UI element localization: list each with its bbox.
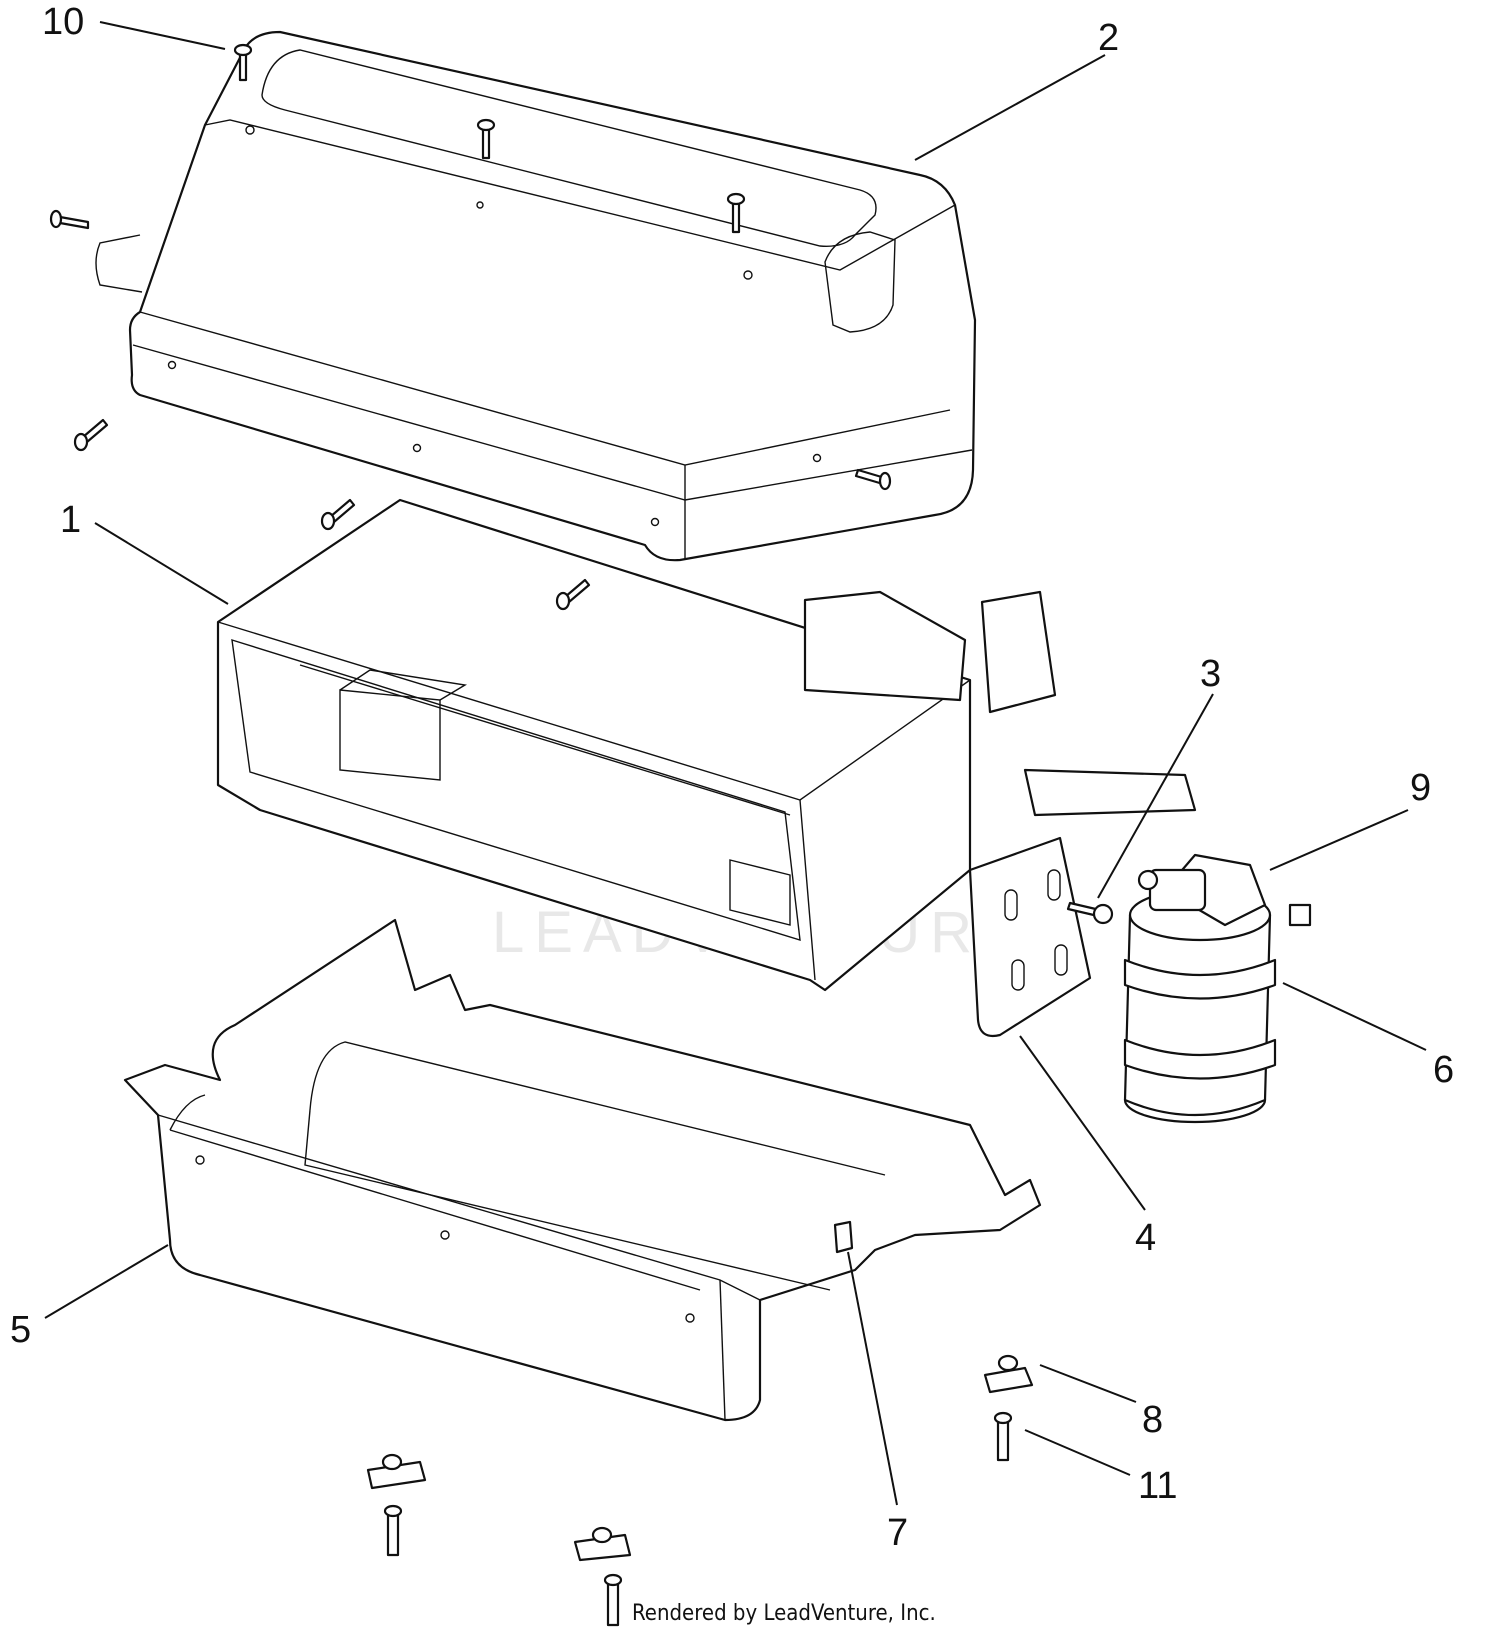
leader-lines — [44, 21, 1427, 1506]
part-water-valve — [1123, 853, 1312, 1124]
part-mounting-bracket — [968, 836, 1092, 1038]
callout-4: 4 — [1135, 1217, 1156, 1259]
credit-text: Rendered by LeadVenture, Inc. — [632, 1601, 936, 1626]
fasteners-clips — [366, 1354, 1034, 1562]
callout-10: 10 — [42, 1, 84, 43]
callout-9: 9 — [1410, 767, 1431, 809]
callout-6: 6 — [1433, 1049, 1454, 1091]
fasteners-screws — [49, 43, 1159, 1627]
callout-7: 7 — [887, 1512, 908, 1554]
callout-3: 3 — [1200, 653, 1221, 695]
part-heater-housing — [216, 498, 1197, 992]
callout-labels: 1 2 3 4 5 6 7 8 9 10 11 — [10, 1, 1454, 1554]
part-top-cover — [95, 30, 977, 562]
callout-1: 1 — [60, 499, 81, 541]
callout-2: 2 — [1098, 17, 1119, 59]
callout-5: 5 — [10, 1309, 31, 1351]
part-bottom-tray — [123, 918, 1042, 1422]
callout-11: 11 — [1138, 1465, 1177, 1507]
callout-8: 8 — [1142, 1399, 1163, 1441]
